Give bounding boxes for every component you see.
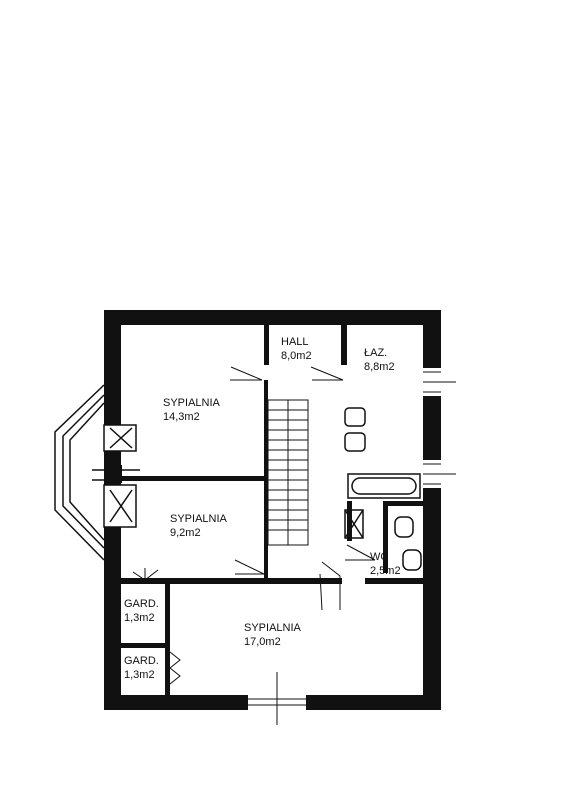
room-garderoba-1-name: GARD. <box>124 598 159 610</box>
room-sypialnia-3-name: SYPIALNIA <box>244 622 302 634</box>
room-wc-area: 2,5m2 <box>370 565 401 577</box>
doors <box>132 366 376 685</box>
room-sypialnia-1-name: SYPIALNIA <box>163 397 221 409</box>
windows <box>248 368 456 725</box>
room-garderoba-2-area: 1,3m2 <box>124 669 155 681</box>
room-wc-name: WC <box>370 551 388 563</box>
room-sypialnia-3-area: 17,0m2 <box>244 636 281 648</box>
room-garderoba-1-area: 1,3m2 <box>124 612 155 624</box>
bay-column <box>104 465 122 483</box>
bay-window <box>54 384 140 561</box>
room-garderoba-2-name: GARD. <box>124 655 159 667</box>
outer-walls <box>104 310 441 710</box>
bathroom-fixtures <box>344 407 422 571</box>
room-hall-name: HALL <box>281 336 309 348</box>
room-labels: HALL 8,0m2 ŁAZ. 8,8m2 SYPIALNIA 14,3m2 S… <box>124 336 401 681</box>
room-sypialnia-1-area: 14,3m2 <box>163 411 200 423</box>
room-sypialnia-2-area: 9,2m2 <box>170 527 201 539</box>
interior-walls <box>120 325 423 710</box>
room-hall-area: 8,0m2 <box>281 350 312 362</box>
room-lazienka-area: 8,8m2 <box>364 361 395 373</box>
room-lazienka-name: ŁAZ. <box>364 347 387 359</box>
room-sypialnia-2-name: SYPIALNIA <box>170 513 228 525</box>
staircase <box>267 399 309 546</box>
